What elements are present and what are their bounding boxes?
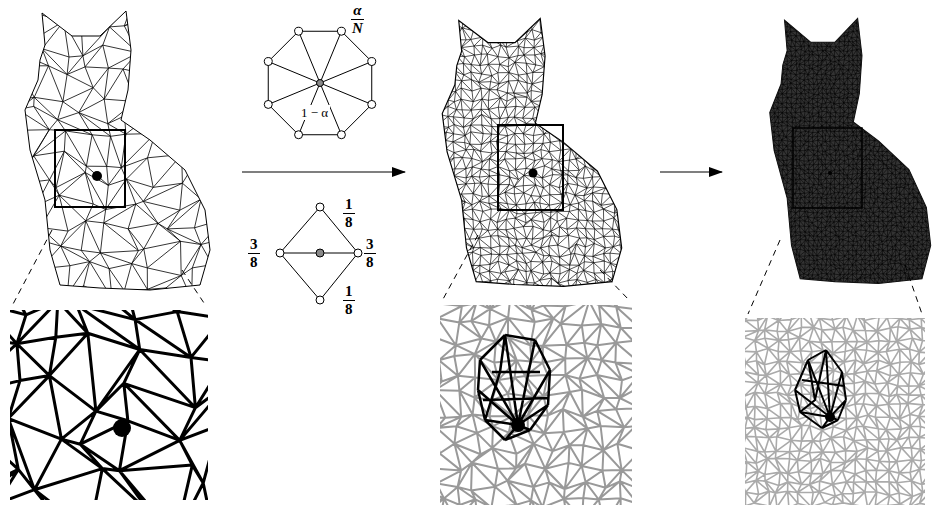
step-arrow: [660, 171, 722, 172]
stencil-weight: 1: [343, 196, 355, 214]
fraction: 38: [364, 236, 376, 270]
zoom-frame: [498, 125, 563, 210]
zoom-frame: [55, 130, 125, 207]
stencil-weight: 3: [248, 236, 260, 254]
fraction: 18: [343, 196, 355, 230]
stencil-weight: 1: [343, 283, 355, 301]
medium-inset: [440, 305, 632, 505]
fine-inset: [745, 318, 925, 505]
stencil-weight: 3: [364, 236, 376, 254]
coarse-cat-mesh: [0, 0, 226, 321]
stencil-weight: 8: [343, 214, 355, 231]
weight-label: αN: [350, 2, 365, 36]
vertex-dot: [828, 171, 832, 175]
weight-label: 38: [364, 236, 376, 270]
fraction: αN: [350, 2, 365, 36]
weight-label: 38: [248, 236, 260, 270]
stencil-weight: 8: [364, 254, 376, 271]
zoom-frame: [793, 128, 862, 208]
edge-stencil: [276, 203, 362, 304]
weight-label: 1 − α: [299, 104, 330, 121]
weight-label: 18: [343, 283, 355, 317]
zoom-leaders: [12, 230, 922, 314]
stencil-weight: 8: [343, 301, 355, 318]
weight-label: 18: [343, 196, 355, 230]
stencil-weight: 1 − α: [299, 105, 330, 120]
coarse-inset: [10, 310, 208, 500]
fraction: 38: [248, 236, 260, 270]
stencil-weight: 8: [248, 254, 260, 271]
vertex-dot: [529, 169, 538, 178]
vertex-stencil: [264, 27, 375, 138]
vertex-dot: [92, 171, 102, 181]
stencil-weight: N: [350, 20, 365, 37]
fraction: 18: [343, 283, 355, 317]
medium-cat-mesh: [426, 2, 631, 301]
fine-cat-mesh: [748, 7, 932, 293]
step-arrow: [242, 171, 405, 172]
stencil-weight: α: [351, 2, 363, 20]
